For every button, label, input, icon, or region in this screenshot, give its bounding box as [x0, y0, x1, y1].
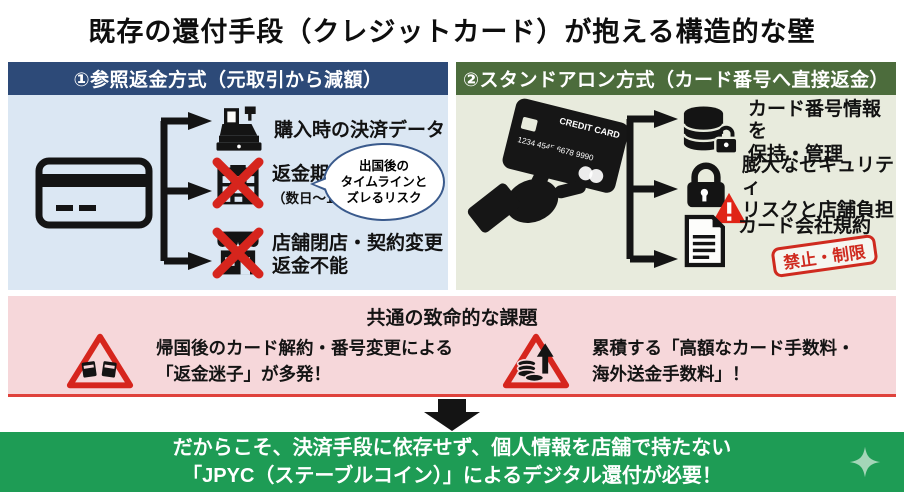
issue-label: 帰国後のカード解約・番号変更による 「返金迷子」が多発！ [156, 337, 453, 384]
left-item-label: 店舗閉店・契約変更 返金不能 [272, 233, 444, 277]
alert-triangle-icon [712, 192, 746, 224]
warning-broken-card-icon [66, 333, 134, 389]
red-cross-icon [212, 227, 264, 279]
cash-register-icon [214, 105, 264, 158]
speech-bubble: 出国後の タイムラインと ズレるリスク [310, 143, 445, 221]
banner-line-1: だからこそ、決済手段に依存せず、個人情報を店舗で持たない [172, 437, 732, 459]
warning-fees-icon [502, 333, 570, 389]
issue-high-fees: 累積する「高額なカード手数料・ 海外送金手数料」！ [494, 330, 855, 392]
banner-line-2: 「JPYC（ステーブルコイン）」によるデジタル還付が必要！ [182, 465, 722, 487]
panel-standalone-refund: ②スタンドアロン方式（カード番号へ直接返金） CREDIT CARD 1234 … [456, 62, 896, 290]
common-issues-panel: 共通の致命的な課題 帰国後のカード解約・番号変更による 「返金迷子」が多発！ [8, 296, 896, 397]
calendar-icon [212, 157, 264, 212]
page-title: 既存の還付手段（クレジットカード）が抱える構造的な壁 [88, 17, 816, 47]
credit-card-icon [35, 157, 153, 229]
branch-arrows-icon [160, 112, 212, 270]
right-item-security-risk: 膨大なセキュリティ リスクと店舗負担 [680, 155, 896, 224]
left-item-label: 購入時の決済データ [274, 120, 446, 142]
left-item-store-closure: 店舗閉店・契約変更 返金不能 [212, 227, 444, 282]
right-item-card-info: カード番号情報を 保持・管理 [680, 99, 896, 166]
padlock-warning-icon [680, 160, 746, 224]
issue-label: 累積する「高額なカード手数料・ 海外送金手数料」！ [592, 337, 855, 384]
right-item-card-rules: カード会社規約 禁止・制限 [680, 213, 896, 279]
panel-left-header: ①参照返金方式（元取引から減額） [8, 62, 448, 95]
common-issues-title: 共通の致命的な課題 [366, 308, 538, 329]
branch-arrows-icon [626, 110, 678, 268]
down-arrow-icon [424, 399, 480, 431]
conclusion-banner: だからこそ、決済手段に依存せず、個人情報を店舗で持たない 「JPYC（ステーブル… [0, 432, 904, 492]
comparison-panels: ①参照返金方式（元取引から減額） [8, 62, 896, 290]
issue-refund-lost: 帰国後のカード解約・番号変更による 「返金迷子」が多発！ [58, 330, 453, 392]
document-icon [680, 213, 728, 274]
sparkle-icon [849, 446, 881, 478]
panel-right-header: ②スタンドアロン方式（カード番号へ直接返金） [456, 62, 896, 95]
database-lock-icon [680, 104, 739, 161]
store-icon [212, 227, 264, 282]
right-item-label: 膨大なセキュリティ リスクと店舗負担 [742, 155, 895, 221]
panel-reference-refund: ①参照返金方式（元取引から減額） [8, 62, 448, 290]
red-cross-icon [212, 157, 264, 209]
right-item-label: カード会社規約 [738, 215, 872, 237]
prohibited-stamp: 禁止・制限 [770, 234, 879, 279]
left-item-payment-data: 購入時の決済データ [214, 105, 445, 158]
panel-left-body: 購入時の決済データ [8, 95, 448, 290]
right-item-label: カード番号情報を 保持・管理 [748, 99, 882, 165]
hand-holding-card-icon: CREDIT CARD 1234 4545 6678 9990 [467, 98, 629, 233]
panel-right-body: CREDIT CARD 1234 4545 6678 9990 [456, 95, 896, 290]
